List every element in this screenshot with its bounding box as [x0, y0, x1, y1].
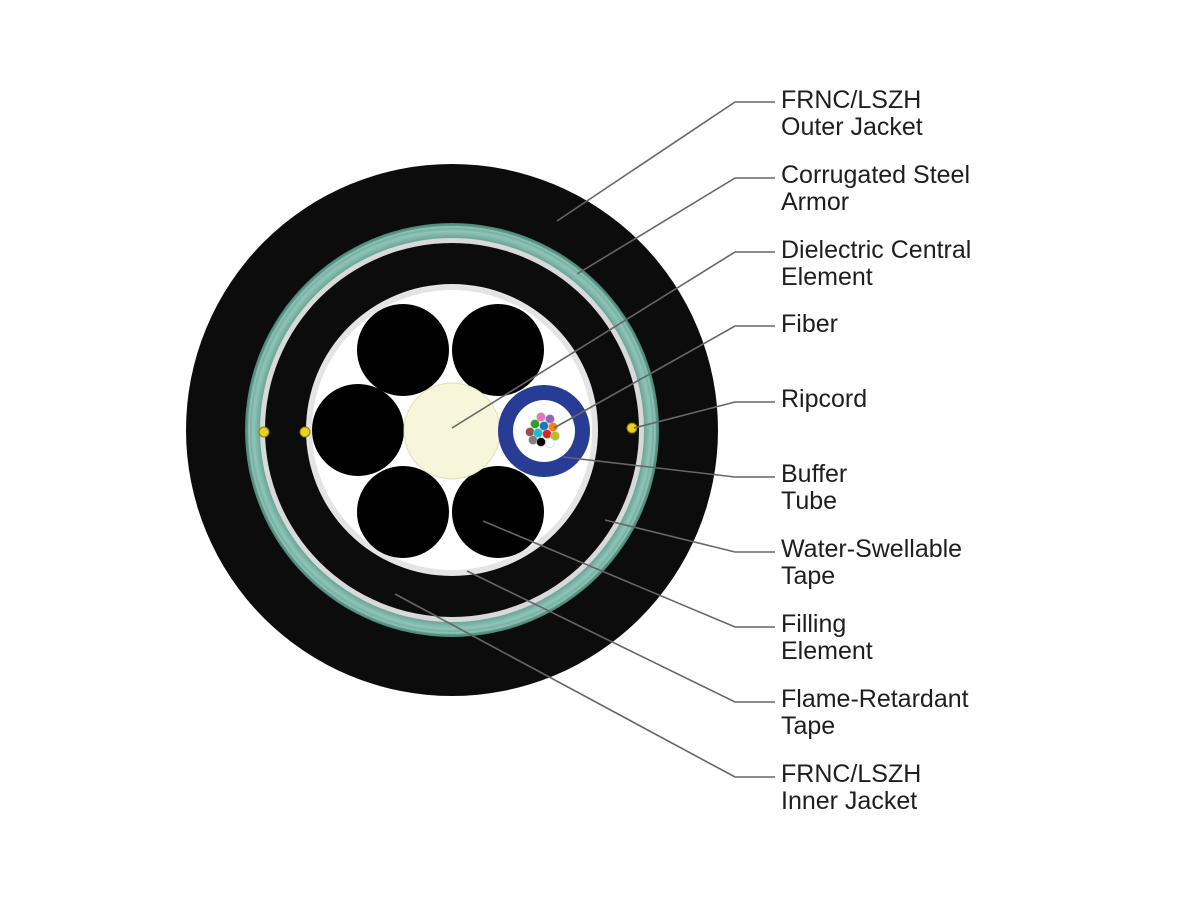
fiber-12 [545, 438, 555, 448]
label-buffer-tube: Buffer Tube [781, 461, 847, 515]
label-buffer-tube-line1: Buffer [781, 460, 848, 488]
label-water-swellable-tape: Water-Swellable Tape [781, 536, 962, 590]
label-central-element-line1: Dielectric Central [781, 236, 972, 264]
label-outer-jacket-line2: Outer Jacket [781, 113, 923, 141]
leader-line-buffer-tube [562, 456, 775, 478]
label-steel-armor-line1: Corrugated Steel [781, 161, 971, 189]
ripcord-2 [299, 426, 311, 438]
fiber-8 [542, 429, 552, 439]
fiber-6 [525, 427, 535, 437]
label-water-swellable-tape-line1: Water-Swellable [781, 535, 963, 563]
fiber-10 [528, 435, 538, 445]
cable-cross-section [186, 164, 718, 696]
fiber-11 [536, 437, 546, 447]
label-ripcord: Ripcord [781, 386, 867, 413]
steel-armor-highlight [248, 226, 656, 634]
fiber-9 [550, 431, 560, 441]
label-flame-retardant-tape-line1: Flame-Retardant [781, 685, 969, 713]
leader-line-fiber [553, 325, 775, 429]
leader-line-outer-jacket [556, 101, 775, 222]
filling-element-4 [357, 466, 449, 558]
label-outer-jacket-line1: FRNC/LSZH [781, 86, 922, 114]
label-flame-retardant-tape: Flame-Retardant Tape [781, 686, 969, 740]
label-fiber-line1: Fiber [781, 310, 838, 338]
label-buffer-tube-line2: Tube [781, 487, 838, 515]
label-outer-jacket: FRNC/LSZH Outer Jacket [781, 87, 923, 141]
label-steel-armor-line2: Armor [781, 188, 850, 216]
label-inner-jacket: FRNC/LSZH Inner Jacket [781, 761, 921, 815]
leader-line-filling-element [482, 520, 775, 628]
label-fiber: Fiber [781, 311, 838, 338]
filling-element-5 [452, 466, 544, 558]
filling-element-2 [452, 304, 544, 396]
central-element [403, 382, 501, 480]
label-central-element: Dielectric Central Element [781, 237, 971, 291]
leader-line-flame-retardant-tape [466, 570, 775, 703]
leader-line-steel-armor [576, 177, 775, 275]
leader-line-central-element [451, 251, 775, 429]
filling-element-3 [312, 384, 404, 476]
leader-line-inner-jacket [394, 593, 775, 778]
leader-line-water-swellable-tape [604, 519, 775, 553]
label-inner-jacket-line2: Inner Jacket [781, 787, 918, 815]
label-steel-armor: Corrugated Steel Armor [781, 162, 970, 216]
ripcord-1 [258, 426, 270, 438]
label-central-element-line2: Element [781, 263, 873, 291]
fiber-5 [548, 422, 558, 432]
filling-element-1 [357, 304, 449, 396]
label-ripcord-line1: Ripcord [781, 385, 868, 413]
leader-lines [394, 101, 775, 778]
leader-line-ripcord [633, 401, 775, 429]
label-filling-element-line2: Element [781, 637, 873, 665]
label-inner-jacket-line1: FRNC/LSZH [781, 760, 922, 788]
label-filling-element-line1: Filling [781, 610, 847, 638]
label-flame-retardant-tape-line2: Tape [781, 712, 836, 740]
fiber-1 [536, 412, 546, 422]
label-filling-element: Filling Element [781, 611, 873, 665]
fiber-3 [530, 419, 540, 429]
label-water-swellable-tape-line2: Tape [781, 562, 836, 590]
